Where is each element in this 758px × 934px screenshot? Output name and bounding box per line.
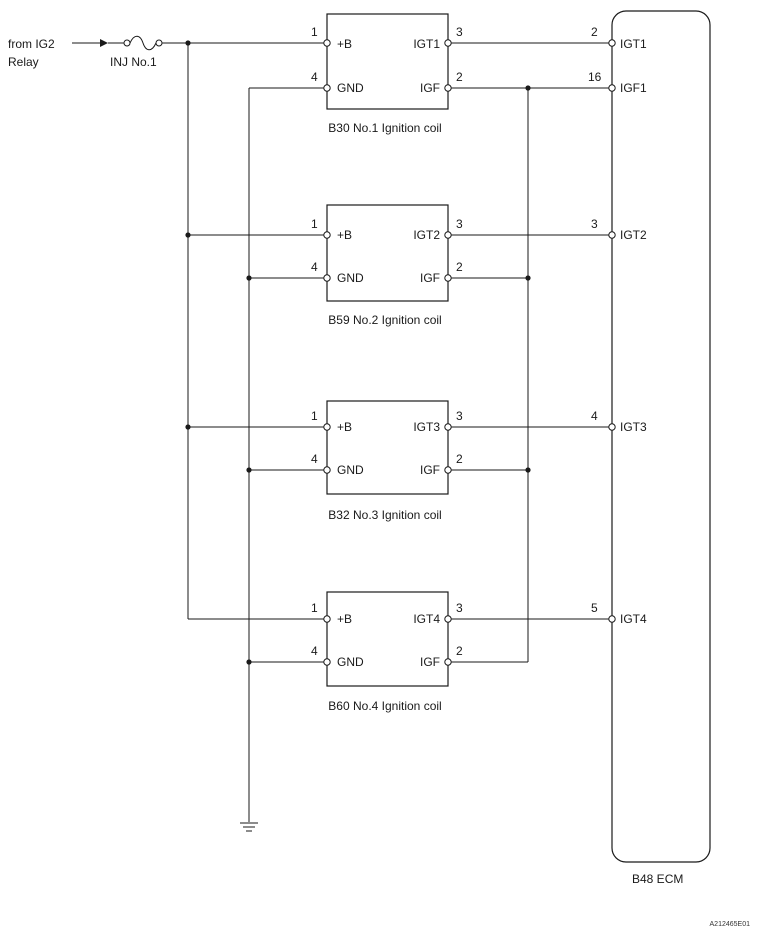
ecm-pin-number: 3 (591, 217, 598, 231)
coil-igf-label: IGF (420, 463, 440, 477)
ignition-coil-3: 1 4 3 2 +B GND IGT3 IGF B32 No.3 Ignitio… (311, 400, 463, 522)
ecm-pin-number: 2 (591, 25, 598, 39)
coil-pin-igf: 2 (456, 260, 463, 274)
ecm-terminal-igt1: 2 IGT1 (591, 25, 647, 51)
ecm-terminal-label: IGT3 (620, 420, 647, 434)
ecm-terminal-igf1: 16 IGF1 (588, 70, 647, 95)
coil-caption: B60 No.4 Ignition coil (328, 699, 441, 713)
source-label-line1: from IG2 (8, 37, 55, 51)
coil-pin-gnd: 4 (311, 452, 318, 466)
coil-pin-b: 1 (311, 217, 318, 231)
coil-pin-gnd: 4 (311, 644, 318, 658)
figure-id: A212465E01 (710, 921, 751, 928)
coil-pin-igf: 2 (456, 452, 463, 466)
ecm-terminal-label: IGT2 (620, 228, 647, 242)
coil-pin-gnd: 4 (311, 260, 318, 274)
coil-pin-igf: 2 (456, 644, 463, 658)
coil-pin-igt: 3 (456, 601, 463, 615)
coil-pin-igt: 3 (456, 217, 463, 231)
coil-box (326, 591, 449, 687)
coil-igt-label: IGT2 (413, 228, 440, 242)
coil-gnd-label: GND (337, 655, 364, 669)
coil-igt-label: IGT3 (413, 420, 440, 434)
ecm-terminal-igt3: 4 IGT3 (591, 409, 647, 434)
ecm-pin-number: 5 (591, 601, 598, 615)
coil-b-label: +B (337, 37, 352, 51)
source-label-line2: Relay (8, 55, 39, 69)
input-arrow (72, 39, 124, 47)
coil-caption: B32 No.3 Ignition coil (328, 508, 441, 522)
coil-gnd-label: GND (337, 271, 364, 285)
coil-box (326, 204, 449, 302)
ecm-terminal-label: IGF1 (620, 81, 647, 95)
coil-gnd-label: GND (337, 81, 364, 95)
ecm-terminal-igt2: 3 IGT2 (591, 217, 647, 242)
fuse-symbol (123, 35, 186, 51)
ground-symbol-icon (240, 822, 258, 832)
coil-igt-label: IGT4 (413, 612, 440, 626)
coil-pin-b: 1 (311, 601, 318, 615)
coil-b-label: +B (337, 420, 352, 434)
coil-pin-b: 1 (311, 409, 318, 423)
igf-bus-wire (451, 85, 609, 663)
igt-wires (451, 42, 609, 620)
power-bus-wire (185, 40, 324, 620)
coil-b-label: +B (337, 228, 352, 242)
coil-pin-igt: 3 (456, 25, 463, 39)
ground-bus-wire (246, 87, 324, 822)
coil-igf-label: IGF (420, 81, 440, 95)
coil-caption: B59 No.2 Ignition coil (328, 313, 441, 327)
coil-igf-label: IGF (420, 271, 440, 285)
coil-igt-label: IGT1 (413, 37, 440, 51)
coil-box (326, 13, 449, 110)
coil-b-label: +B (337, 612, 352, 626)
coil-gnd-label: GND (337, 463, 364, 477)
ecm-pin-number: 4 (591, 409, 598, 423)
ecm-terminal-label: IGT4 (620, 612, 647, 626)
fuse-label: INJ No.1 (110, 55, 157, 69)
ecm-pin-number: 16 (588, 70, 602, 84)
coil-pin-igf: 2 (456, 70, 463, 84)
coil-pin-igt: 3 (456, 409, 463, 423)
ecm-caption: B48 ECM (632, 872, 683, 886)
ecm-terminal-igt4: 5 IGT4 (591, 601, 647, 626)
coil-pin-b: 1 (311, 25, 318, 39)
coil-igf-label: IGF (420, 655, 440, 669)
ignition-coil-2: 1 4 3 2 +B GND IGT2 IGF B59 No.2 Ignitio… (311, 204, 463, 327)
coil-box (326, 400, 449, 495)
ecm-box (611, 10, 711, 863)
ignition-coil-4: 1 4 3 2 +B GND IGT4 IGF B60 No.4 Ignitio… (311, 591, 463, 713)
ecm-terminal-label: IGT1 (620, 37, 647, 51)
coil-caption: B30 No.1 Ignition coil (328, 121, 441, 135)
coil-pin-gnd: 4 (311, 70, 318, 84)
ignition-coil-1: 1 4 3 2 +B GND IGT1 IGF B30 No.1 Ignitio… (311, 13, 463, 135)
